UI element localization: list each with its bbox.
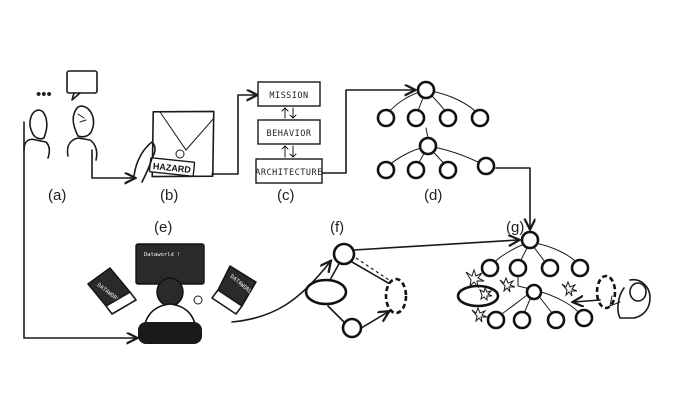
tree-diagram-d (376, 80, 496, 180)
intruder-arm (609, 295, 621, 307)
tree-node (470, 108, 490, 128)
right-laptop-screen (217, 265, 257, 307)
attack-burst-icon (465, 268, 485, 289)
envelope-flap (159, 111, 215, 151)
intrusion-arrow (574, 300, 601, 302)
tree-node (476, 156, 496, 176)
connector-a-to-b (91, 149, 134, 178)
person-right-head (72, 105, 95, 138)
tree-lower (376, 127, 496, 180)
connector-a-to-e (23, 121, 136, 338)
tree-node (486, 310, 506, 330)
person-right-hair (77, 113, 87, 123)
graph-node-ellipse (304, 278, 348, 306)
connector-d-to-g (495, 167, 530, 228)
mission-box-text: MISSION (269, 91, 308, 101)
behavior-box-text: BEHAVIOR (267, 129, 312, 139)
graph-node-dashed (384, 277, 408, 315)
tree-node (512, 310, 532, 330)
person-right-body (66, 137, 98, 161)
intruder-head (629, 282, 647, 302)
operator-chair (138, 322, 202, 344)
graph-node (332, 242, 356, 266)
speech-bubble-icon (66, 70, 98, 94)
graph-edge (351, 261, 391, 285)
behavior-box (257, 119, 321, 145)
tree-node (520, 230, 540, 250)
right-laptop-base (211, 289, 243, 315)
hand-icon (133, 141, 156, 183)
connector-b-to-c (211, 95, 256, 175)
label-e: (e) (154, 219, 172, 236)
tree-node (525, 283, 543, 301)
attack-burst-icon (561, 280, 578, 297)
tree-node (508, 258, 528, 278)
arrow-down-icon (289, 107, 297, 119)
tree-edges (385, 127, 483, 169)
hazard-tag-text: HAZARD (152, 161, 191, 175)
intruder-body (617, 278, 651, 319)
mission-box (257, 81, 321, 107)
tree-node (416, 80, 436, 100)
label-b: (b) (160, 187, 178, 204)
operator-head (156, 277, 184, 307)
attack-burst-icon (499, 276, 516, 293)
connector-f-to-g (353, 240, 518, 251)
tree-node (376, 108, 396, 128)
tree-node (406, 160, 426, 180)
graph-edge (329, 261, 341, 281)
tree-upper (376, 80, 490, 128)
tree-node (438, 108, 458, 128)
envelope-shape (151, 110, 215, 178)
label-a: (a) (48, 187, 66, 204)
person-left-body (23, 138, 51, 159)
graph-node (341, 317, 363, 339)
tree-edges (385, 89, 481, 117)
label-f: (f) (330, 219, 344, 236)
tree-node (540, 258, 560, 278)
left-laptop-base (105, 291, 137, 315)
tree-node (546, 310, 566, 330)
tree-node (480, 258, 500, 278)
connector-e-to-f (231, 262, 330, 323)
label-g: (g) (506, 219, 524, 236)
main-monitor-text: Dataworld ! (144, 252, 180, 258)
graph-edge (357, 312, 388, 331)
arrow-up-icon (281, 145, 289, 158)
envelope-seal-icon (175, 149, 185, 159)
graph-edge (327, 305, 345, 323)
architecture-box (255, 158, 323, 184)
arrow-up-icon (281, 107, 289, 119)
hazard-envelope-illustration: HAZARD (133, 110, 215, 183)
label-c: (c) (277, 187, 295, 204)
speech-bubble-tail (71, 92, 81, 101)
left-laptop-screen (86, 267, 132, 307)
attack-burst-icon (471, 306, 488, 323)
coffee-cup-icon (193, 295, 203, 305)
label-d: (d) (424, 187, 442, 204)
tree-node (574, 308, 594, 328)
speech-ellipsis: ••• (36, 86, 52, 103)
architecture-box-text: ARCHITECTURE (255, 168, 322, 178)
person-left-head (29, 109, 48, 140)
feedback-loop-graph (304, 242, 408, 339)
mission-behavior-architecture-stack: MISSION BEHAVIOR ARCHITECTURE (255, 81, 323, 184)
tree-node (438, 160, 458, 180)
attacked-tree-diagram (456, 230, 651, 330)
tree-edges (489, 241, 583, 319)
flow-connectors (23, 90, 530, 338)
intruder-node-dashed (595, 274, 617, 310)
tree-node (570, 258, 590, 278)
tree-node (406, 108, 426, 128)
attack-burst-icon (479, 286, 493, 302)
arrow-down-icon (289, 145, 297, 158)
tree-node (418, 136, 438, 156)
graph-edge-dashed (355, 257, 393, 283)
people-talking-illustration: ••• (23, 70, 98, 161)
connector-c-to-d (321, 90, 414, 174)
tree-node (376, 160, 396, 180)
operator-workstation-illustration: Dataworld ! DATAWORLD DATAWORLD (86, 243, 257, 344)
